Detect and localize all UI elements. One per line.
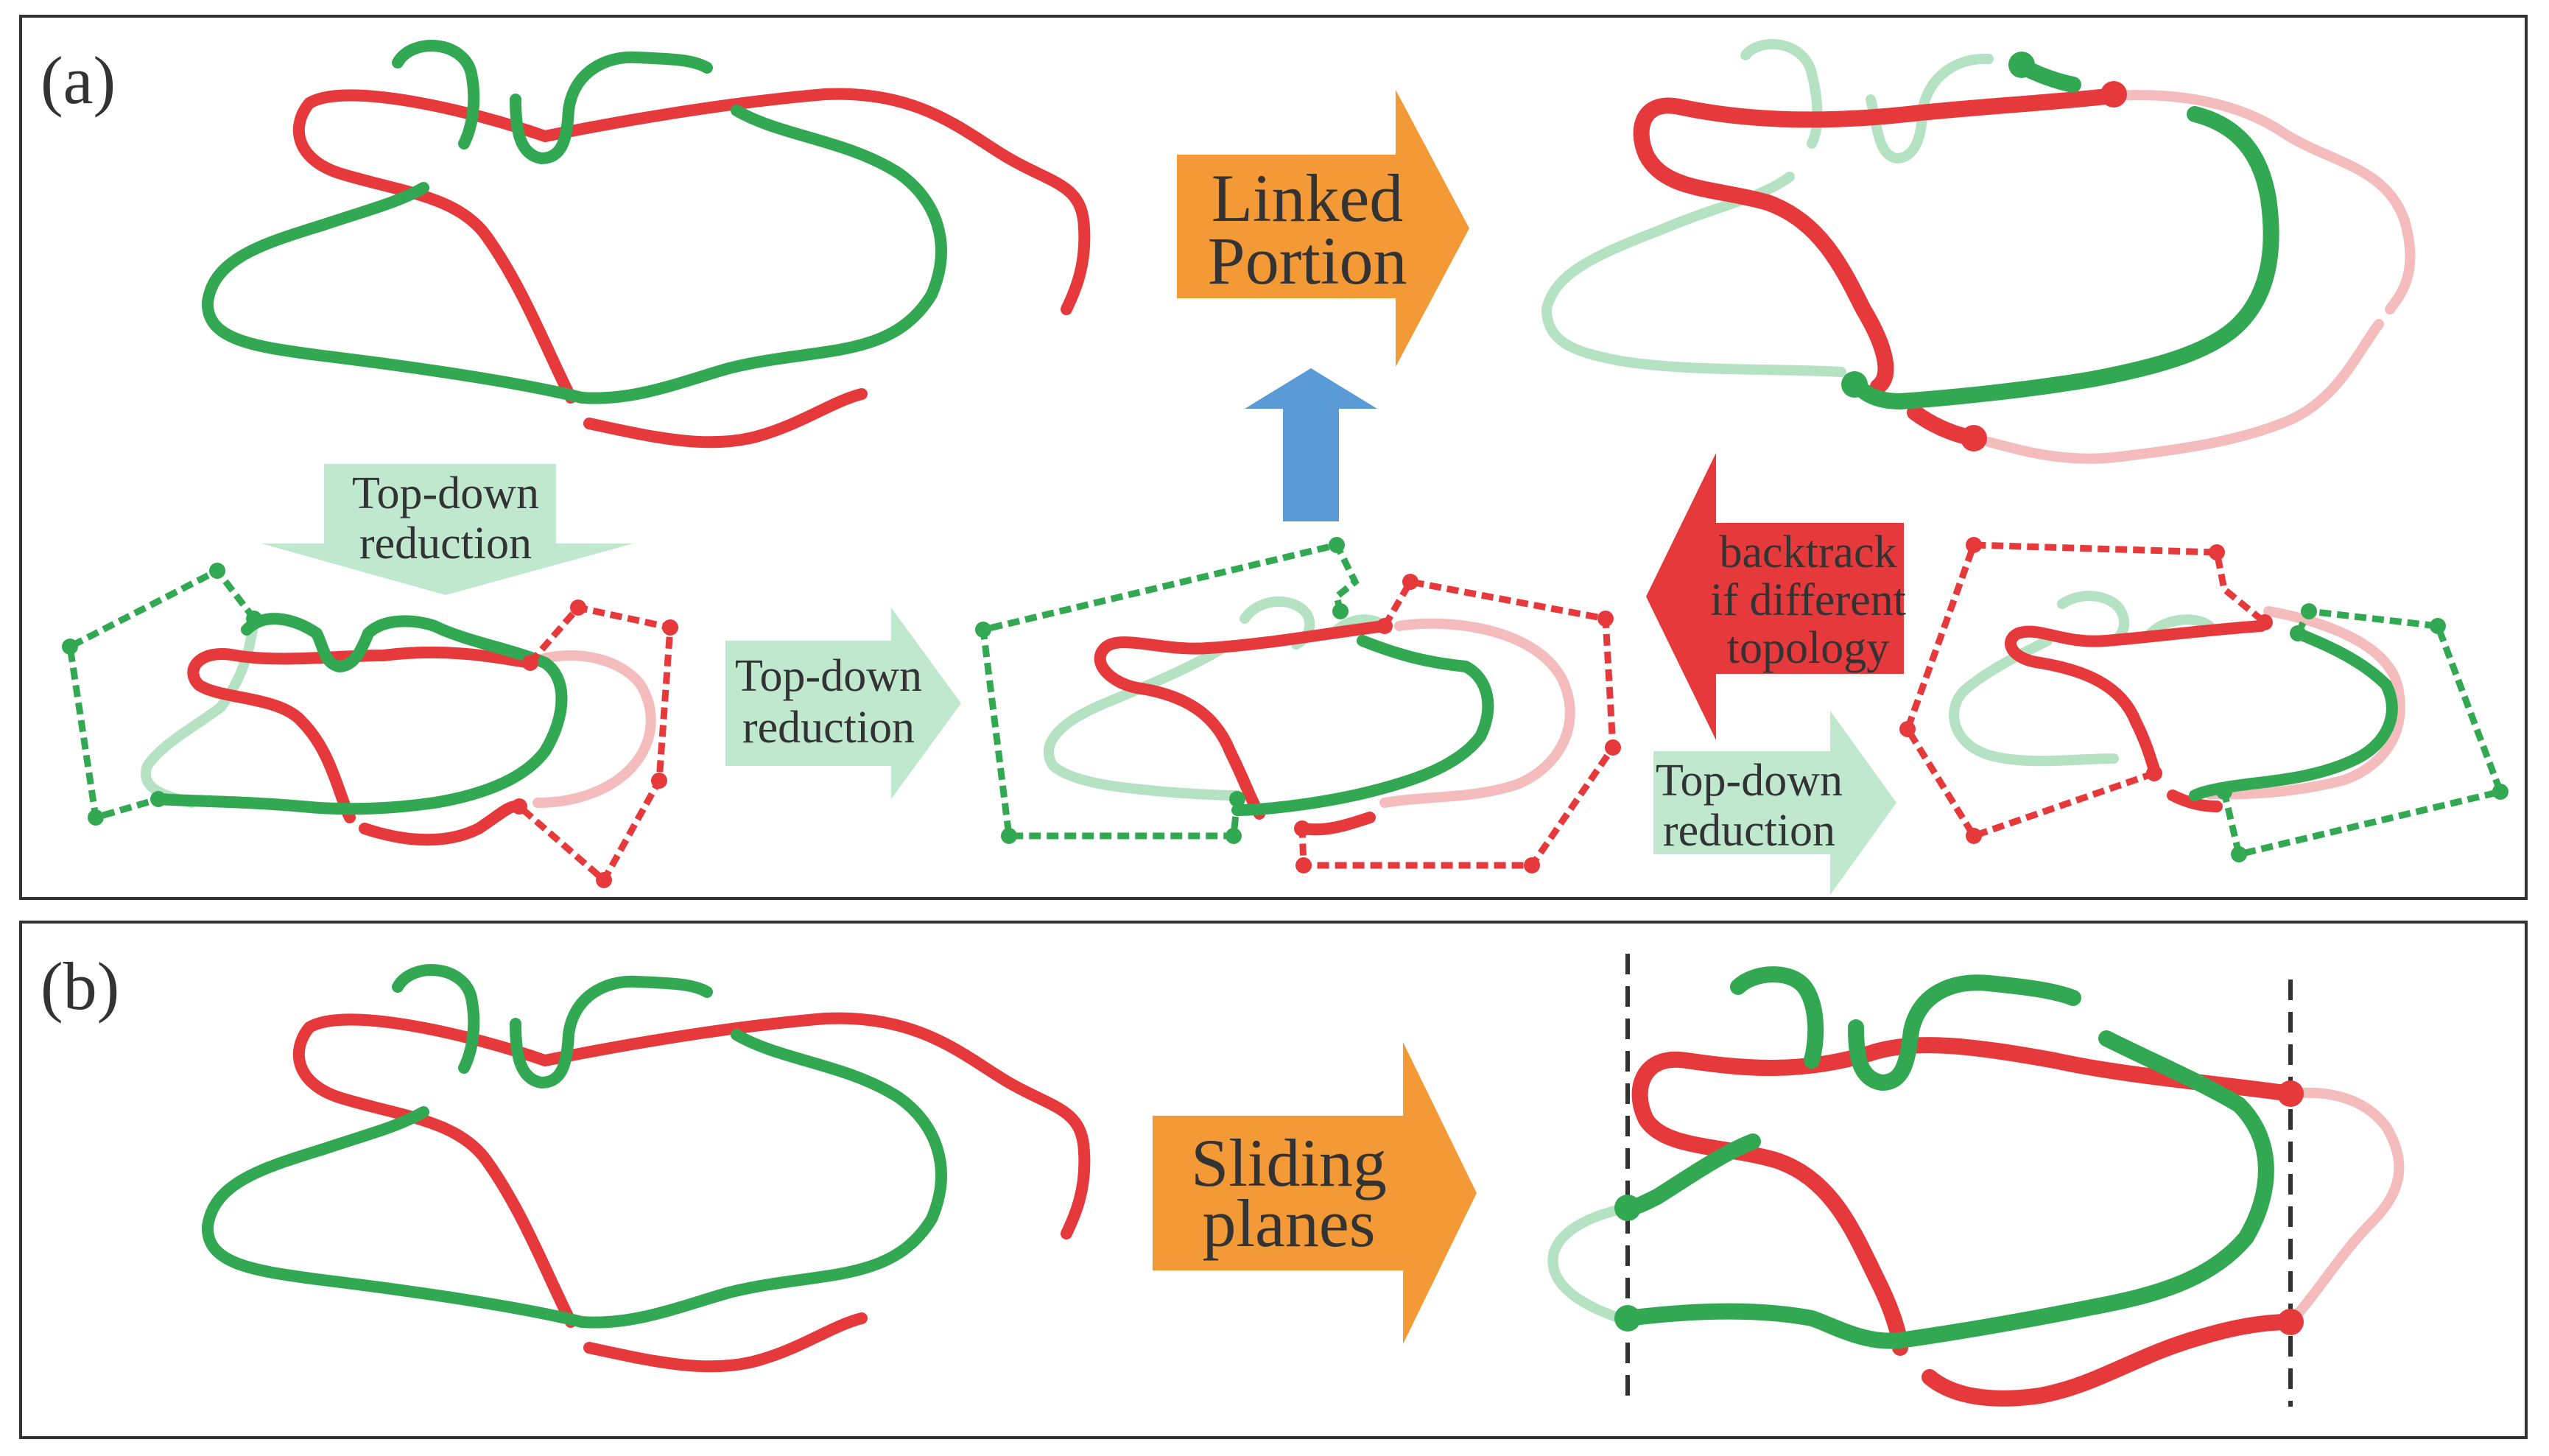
strands-reduced-1 <box>62 563 678 888</box>
backtrack-line1: backtrack <box>1720 527 1897 577</box>
topdown-3-line1: Top-down <box>1656 756 1843 806</box>
backtrack-arrow: backtrack if different topology <box>1646 453 1906 740</box>
topdown-3-line2: reduction <box>1663 806 1835 856</box>
topdown-2-line2: reduction <box>742 703 915 753</box>
topdown-1-line2: reduction <box>359 518 532 569</box>
strands-linked-portion <box>1541 39 2416 464</box>
strands-reduced-2 <box>975 537 1621 873</box>
strands-sliding-result <box>1547 966 2405 1407</box>
backtrack-line2: if different <box>1710 575 1906 625</box>
sliding-planes-line1: Sliding <box>1191 1125 1387 1200</box>
topdown-2-line1: Top-down <box>735 651 922 701</box>
strands-original-a <box>202 40 1091 449</box>
panel-a-label: (a) <box>41 43 116 118</box>
linked-portion-line2: Portion <box>1208 223 1407 298</box>
panel-b-label: (b) <box>41 949 119 1024</box>
topdown-1-line1: Top-down <box>352 468 539 518</box>
strands-original-b <box>202 964 1091 1373</box>
linked-portion-arrow: Linked Portion <box>1177 90 1469 367</box>
strands-reduced-3 <box>1899 537 2508 862</box>
topdown-reduction-down-arrow: Top-down reduction <box>261 464 633 595</box>
linked-portion-line1: Linked <box>1212 161 1404 236</box>
up-arrow <box>1245 368 1377 521</box>
sliding-planes-line2: planes <box>1202 1186 1375 1261</box>
backtrack-line3: topology <box>1727 623 1889 673</box>
topdown-reduction-right-arrow-2: Top-down reduction <box>1653 711 1896 895</box>
sliding-planes-arrow: Sliding planes <box>1153 1042 1477 1344</box>
topdown-reduction-right-arrow-1: Top-down reduction <box>725 608 961 799</box>
